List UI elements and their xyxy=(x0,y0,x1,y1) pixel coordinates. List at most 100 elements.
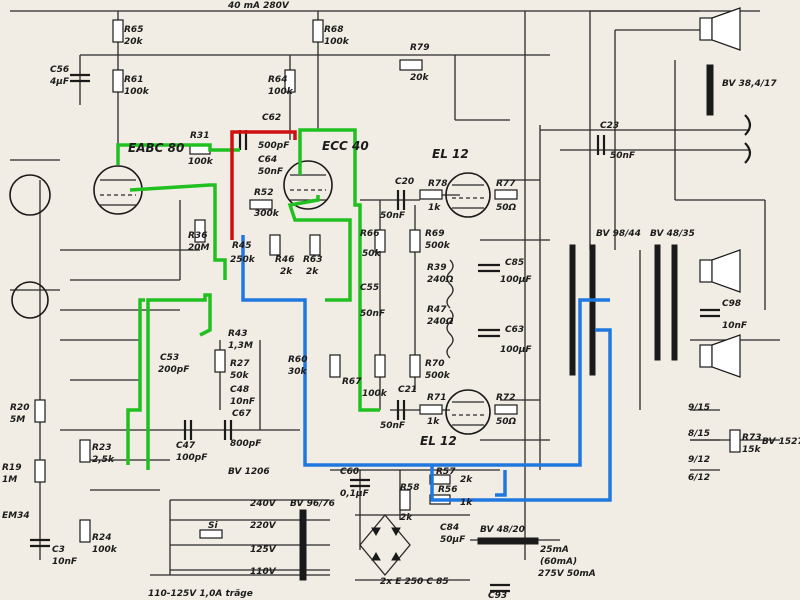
label-r67-val: 100k xyxy=(362,389,388,399)
label-r24-val: 100k xyxy=(92,545,118,555)
label-c84: C84 xyxy=(440,523,459,533)
resistor-r73 xyxy=(729,429,741,453)
rectifier-bridge xyxy=(359,513,411,577)
label-r71-val: 1k xyxy=(427,417,440,427)
mains-fuse xyxy=(199,529,223,539)
green-overlay-wire-mid xyxy=(287,195,352,302)
green-overlay-wire-detector xyxy=(146,293,212,470)
label-c3-val: 10nF xyxy=(52,557,78,567)
tube-left-partial-symbol xyxy=(9,174,51,216)
label-r31-val: 100k xyxy=(188,157,214,167)
capacitors xyxy=(30,73,720,593)
resistors xyxy=(34,19,741,543)
resistor-r78 xyxy=(419,189,443,200)
green-overlay-wire-left xyxy=(126,298,145,465)
green-overlay-wire-eabc80-grid xyxy=(129,183,227,280)
speakers xyxy=(699,7,752,378)
label-c63-val: 100µF xyxy=(500,345,532,355)
resistor-r19 xyxy=(34,459,46,483)
label-c23: C23 xyxy=(600,121,619,131)
capacitor-c21 xyxy=(396,400,406,420)
label-switch-9-15: 9/15 xyxy=(688,403,710,413)
capacitor-c60 xyxy=(350,478,370,488)
red-overlay-wire xyxy=(230,130,297,240)
speaker-right-upper xyxy=(699,249,741,293)
blue-overlay-wire-main xyxy=(241,235,610,467)
label-c67-val: 800pF xyxy=(230,439,262,449)
label-top-rail: 40 mA 280V xyxy=(227,1,290,11)
label-c55-val: 50nF xyxy=(360,309,386,319)
label-r78: R78 xyxy=(428,179,447,189)
label-c53: C53 xyxy=(160,353,179,363)
label-r45-val: 250k xyxy=(230,255,256,265)
label-r46: R46 xyxy=(275,255,294,265)
resistor-r52 xyxy=(249,199,273,210)
tube-el12-top-symbol xyxy=(445,172,491,218)
label-mains-transformer: BV 96/76 xyxy=(290,499,335,509)
capacitor-c23 xyxy=(596,135,606,155)
label-c23-val: 50nF xyxy=(610,151,636,161)
resistor-r63 xyxy=(309,234,321,256)
resistor-r72 xyxy=(494,404,518,415)
label-r61: R61 xyxy=(124,75,143,85)
label-r60: R60 xyxy=(288,355,307,365)
label-r39: R39 xyxy=(427,263,446,273)
label-mains-range: 110-125V 1,0A träge xyxy=(148,589,253,599)
label-r61-val: 100k xyxy=(124,87,150,97)
label-c20-val: 50nF xyxy=(380,211,406,221)
label-r56: R56 xyxy=(438,485,457,495)
label-c62: C62 xyxy=(262,113,281,123)
resistor-r20 xyxy=(34,399,46,423)
jack-upper xyxy=(744,114,752,136)
label-r19-val: 1M xyxy=(2,475,17,485)
label-c56-val: 4µF xyxy=(49,77,70,87)
label-output-transformer-right: BV 48/35 xyxy=(650,229,695,239)
blue-overlay-wire-lower xyxy=(430,328,612,502)
label-r46-val: 2k xyxy=(280,267,293,277)
label-r77: R77 xyxy=(496,179,516,189)
label-c55: C55 xyxy=(360,283,379,293)
label-r47: R47 xyxy=(427,305,447,315)
label-c67: C67 xyxy=(232,409,252,419)
label-r78-val: 1k xyxy=(428,203,441,213)
label-r20-val: 5M xyxy=(10,415,25,425)
label-r68: R68 xyxy=(324,25,343,35)
label-r65: R65 xyxy=(124,25,143,35)
speaker-top xyxy=(699,7,741,51)
label-c20: C20 xyxy=(395,177,414,187)
label-c21: C21 xyxy=(398,385,417,395)
resistor-r77 xyxy=(494,189,518,200)
resistor-r27 xyxy=(214,349,226,373)
label-r31: R31 xyxy=(190,131,209,141)
label-r65-val: 20k xyxy=(124,37,144,47)
resistor-r46 xyxy=(269,234,281,256)
mains-selector xyxy=(169,500,223,575)
label-bv1206: BV 1206 xyxy=(228,467,270,477)
label-r69-val: 500k xyxy=(425,241,451,251)
capacitor-c47 xyxy=(183,420,193,440)
resistor-r23 xyxy=(79,439,91,463)
label-r79: R79 xyxy=(410,43,429,53)
label-speaker-transformer: BV 38,4/17 xyxy=(722,79,777,89)
capacitor-c67 xyxy=(223,420,233,440)
label-r45: R45 xyxy=(232,241,251,251)
choke-core xyxy=(477,537,539,545)
label-switch-6-12: 6/12 xyxy=(688,473,710,483)
resistor-r65 xyxy=(112,19,124,43)
output-transformer-right-core xyxy=(654,244,661,361)
label-c21-val: 50nF xyxy=(380,421,406,431)
label-r72-val: 50Ω xyxy=(496,417,517,427)
resistor-r61 xyxy=(112,69,124,93)
label-tube-ecc40: ECC 40 xyxy=(322,139,369,153)
label-rectifier: 2x E 250 C 85 xyxy=(380,577,449,587)
label-c48: C48 xyxy=(230,385,249,395)
label-r52-val: 300k xyxy=(254,209,280,219)
label-r58: R58 xyxy=(400,483,419,493)
label-r52: R52 xyxy=(254,188,273,198)
label-mains-tap-3: 125V xyxy=(250,545,277,555)
capacitor-c63 xyxy=(478,328,500,338)
resistor-r71 xyxy=(419,404,443,415)
label-r71: R71 xyxy=(427,393,446,403)
tube-ecc40-symbol xyxy=(283,160,333,210)
